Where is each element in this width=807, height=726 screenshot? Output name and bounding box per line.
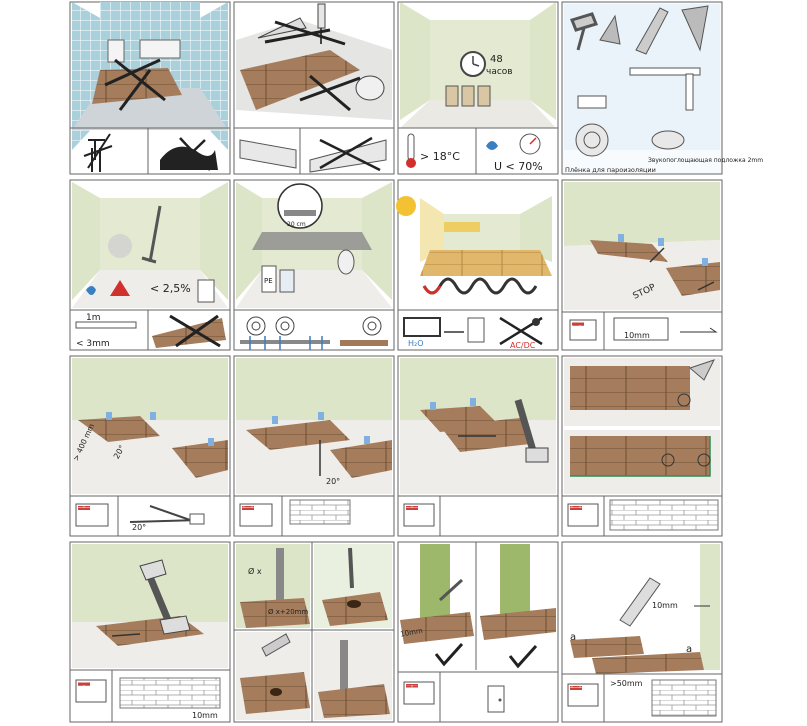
check-icon [434,642,464,667]
gt50-label: >50mm [610,679,643,688]
panel-baseboard: 10mm a a >50mm [561,541,723,723]
panel-last-row [561,355,723,537]
broom-icon [141,205,162,264]
panel-no-nails [233,1,395,175]
saw-icon [261,633,291,657]
acdc-label: AC/DC [510,341,536,350]
shower-icon [83,133,113,172]
pull-bar-icon [159,615,191,635]
dia-x-label: Ø x [248,566,262,576]
mark-a2-label: a [686,644,692,655]
drill-icon [348,547,354,589]
ten-mm-label-d: 10mm [652,601,678,610]
spacers-icon [577,95,607,109]
magnifier-icon [277,183,323,229]
angle-20-label-c: 20° [326,477,340,486]
moisture-meter-icon [197,279,215,303]
sun-icon [396,196,416,216]
pull-bar-icon [681,5,709,52]
saw-icon [689,359,715,381]
hygrometer-icon [403,317,441,337]
cross-mark-icon [104,58,166,111]
dia-x20-label: Ø x+20mm [268,608,308,616]
overlap-label: 20 cm [287,221,306,228]
saw-icon [438,578,464,602]
three-mm-label: < 3mm [76,339,110,349]
hammer-icon [257,17,307,39]
panel-acclimatization: 48 часов > 18°C U < 70% [397,1,559,175]
hammer-icon [144,570,172,622]
humidity-label: U < 70% [494,160,543,173]
door-icon [487,685,505,713]
panel-floor-heating: H₂O AC/DC [396,179,559,351]
screwdriver-icon [317,3,326,29]
mark-a1-label: a [570,632,576,643]
vapor-film-roll-icon [575,123,609,157]
ten-mm-label-b: 10mm [192,711,218,720]
heating-pipe-icon [422,277,538,295]
hours-unit: часов [486,67,513,77]
pe-label: PE [264,277,273,285]
panel-tap-hammer [397,355,559,537]
saw-icon [619,577,661,627]
vapor-film-label: Плёнка для пароизоляции [565,166,656,174]
check-icon [508,644,538,669]
panel-bathroom-not-allowed [69,1,231,175]
temperature-label: > 18°C [420,150,460,163]
panel-door-frame: 10mm [397,541,559,723]
panel-second-row: 20° [233,355,395,537]
moisture-label: < 2,5% [150,282,191,295]
angle-20-label-b: 20° [132,523,146,532]
one-meter-label: 1m [86,313,101,323]
straight-edge-icon [75,321,137,329]
thermometer-icon [407,133,415,161]
panel-moisture-check: < 2,5% 1m < 3mm [69,179,231,351]
panel-tools: Плёнка для пароизоляции Звукопоглощающая… [561,1,763,175]
panel-vapor-barrier: 20 cm PE [233,179,395,351]
panel-angle-lay: > 400 mm 20° 20° [69,355,231,537]
plug-icon [532,318,540,326]
h2o-label: H₂O [408,339,424,348]
tapping-block-icon [599,14,621,45]
warning-icon [110,280,130,296]
ten-mm-label-a: 10mm [624,331,650,340]
drop-icon [86,286,96,295]
ten-mm-label-c: 10mm [400,627,424,639]
underlay-label: Звукопоглощающая подложка 2mm [648,157,763,164]
hammer-icon [569,12,599,51]
hammer-icon [514,399,538,455]
foam-roll-icon [355,75,385,101]
saw-icon [635,7,669,55]
underlay-rolls-icon [246,316,382,336]
folding-rule-icon [629,67,701,76]
humidity-drop-icon [486,141,498,150]
underlay-roll-icon [651,130,685,150]
panel-first-row: STOP 10mm [561,179,723,351]
panel-pull-bar: 10mm [69,541,231,723]
hours-value: 48 [490,54,503,65]
panel-pipes-drill: Ø x Ø x+20mm [233,541,395,723]
